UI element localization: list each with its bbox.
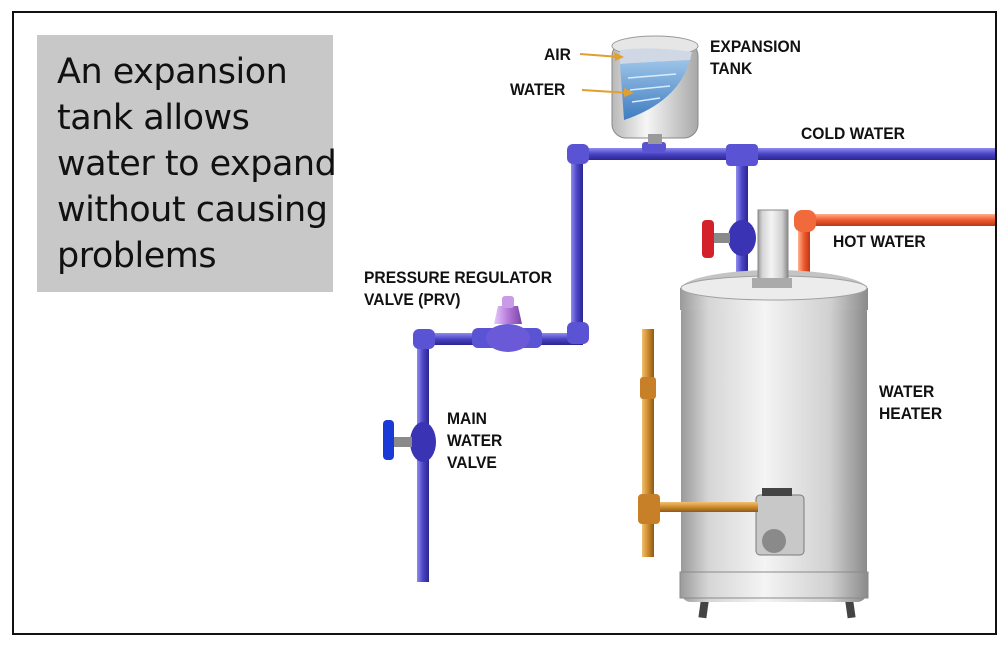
water-label: WATER bbox=[510, 80, 566, 99]
expansion-tank-label-line2: TANK bbox=[710, 59, 753, 78]
pressure-regulator-valve bbox=[472, 296, 542, 352]
diagram-frame: An expansion tank allows water to expand… bbox=[12, 11, 997, 635]
main-water-valve bbox=[383, 420, 436, 462]
main-valve-label-line2: WATER bbox=[447, 431, 503, 450]
control-knob bbox=[762, 529, 786, 553]
tank-air bbox=[620, 48, 692, 64]
water-heater-label-line1: WATER bbox=[879, 382, 935, 401]
water-heater-label-line2: HEATER bbox=[879, 404, 943, 423]
air-arrow bbox=[579, 52, 624, 61]
prv-label-line2: VALVE (PRV) bbox=[364, 290, 461, 309]
expansion-tank-label-line1: EXPANSION bbox=[710, 37, 801, 56]
water-heater bbox=[679, 209, 869, 619]
prv-label-line1: PRESSURE REGULATOR bbox=[364, 268, 552, 287]
heater-inlet-valve bbox=[702, 220, 756, 258]
air-label: AIR bbox=[544, 45, 571, 64]
main-valve-label-line1: MAIN bbox=[447, 409, 487, 428]
caption-box: An expansion tank allows water to expand… bbox=[37, 35, 337, 292]
cold-water-label: COLD WATER bbox=[801, 124, 905, 143]
red-valve-handle bbox=[702, 220, 714, 258]
hot-water-label: HOT WATER bbox=[833, 232, 926, 251]
caption-line: without causing bbox=[57, 190, 328, 230]
gas-line bbox=[638, 329, 758, 557]
caption-line: problems bbox=[57, 236, 217, 276]
blue-valve-handle bbox=[383, 420, 394, 460]
plumbing-diagram bbox=[383, 35, 995, 619]
expansion-tank bbox=[611, 35, 699, 144]
caption-line: water to expand bbox=[57, 144, 337, 184]
caption-line: An expansion bbox=[57, 52, 288, 92]
main-valve-label-line3: VALVE bbox=[447, 453, 497, 472]
water-arrow bbox=[581, 88, 634, 97]
caption-line: tank allows bbox=[57, 98, 250, 138]
